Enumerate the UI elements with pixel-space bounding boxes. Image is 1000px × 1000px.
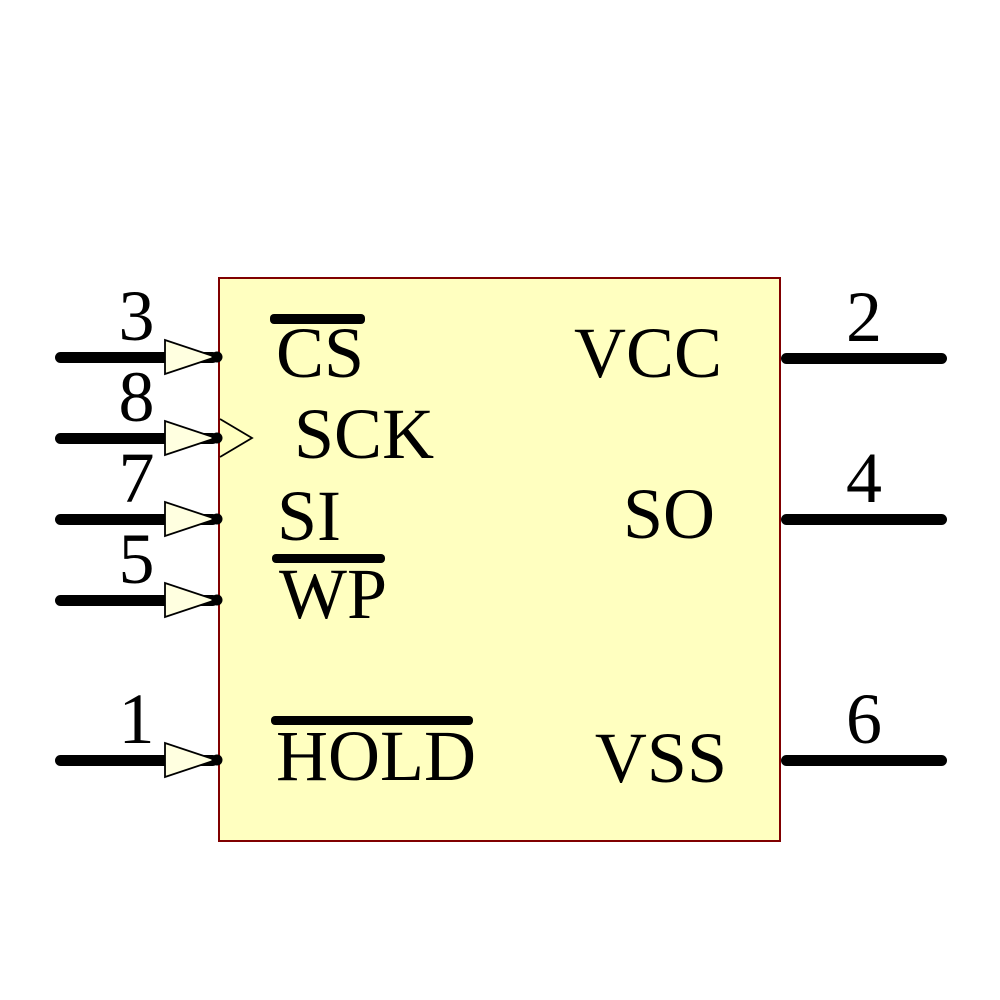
- input-arrow-icon: [164, 338, 223, 376]
- pin-wire-wp: [55, 595, 218, 606]
- input-arrow-icon: [164, 581, 223, 619]
- pin-number-cs: 3: [118, 276, 155, 356]
- pin-number-vcc: 2: [846, 277, 882, 357]
- pin-label-sck: SCK: [294, 394, 435, 474]
- hold-overline-bar: [271, 716, 473, 725]
- cs-overline-bar: [270, 314, 365, 324]
- wp-overline-bar: [272, 554, 385, 563]
- pin-wire-vss: [781, 755, 947, 766]
- input-arrow-icon: [164, 500, 223, 538]
- pin-number-vss: 6: [846, 679, 882, 759]
- pin-number-so: 4: [846, 438, 882, 518]
- clock-indicator-icon: [219, 418, 254, 458]
- pin-number-sck: 8: [118, 357, 155, 437]
- pin-wire-hold: [55, 755, 218, 766]
- pin-label-hold: HOLD: [276, 716, 476, 796]
- pin-label-si: SI: [277, 476, 342, 556]
- pin-label-so: SO: [622, 474, 715, 554]
- pin-wire-so: [781, 514, 947, 525]
- pin-label-wp: WP: [279, 554, 387, 634]
- pin-label-vcc: VCC: [573, 313, 722, 393]
- input-arrow-icon: [164, 419, 223, 457]
- input-arrow-icon: [164, 741, 223, 779]
- pin-number-wp: 5: [118, 519, 155, 599]
- pin-wire-sck: [55, 433, 218, 444]
- pin-wire-si: [55, 514, 218, 525]
- pin-number-si: 7: [118, 438, 155, 518]
- pin-label-vss: VSS: [594, 718, 727, 798]
- pin-wire-vcc: [781, 353, 947, 364]
- pin-wire-cs: [55, 352, 218, 363]
- pin-label-cs: CS: [276, 313, 365, 393]
- pin-number-hold: 1: [118, 679, 155, 759]
